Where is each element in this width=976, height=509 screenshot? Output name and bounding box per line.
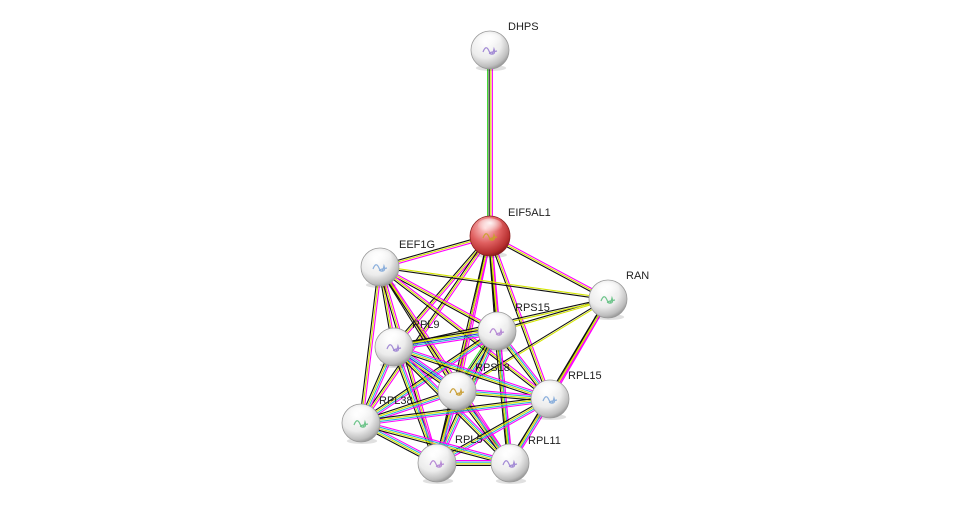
protein-structure-icon bbox=[372, 263, 388, 272]
node-rpl5[interactable]: RPL5 bbox=[417, 434, 483, 484]
node-highlight bbox=[478, 33, 502, 48]
node-label-eif5al1: EIF5AL1 bbox=[508, 207, 551, 219]
node-label-eef1g: EEF1G bbox=[399, 239, 435, 251]
node-rpl11[interactable]: RPL11 bbox=[490, 435, 561, 484]
node-label-dhps: DHPS bbox=[508, 21, 539, 33]
protein-structure-icon bbox=[482, 46, 498, 55]
edge-strand-coexpression bbox=[434, 235, 489, 463]
protein-structure-icon bbox=[429, 459, 445, 468]
edge-eif5al1-rpl38[interactable] bbox=[359, 234, 492, 425]
edge-strand-database bbox=[361, 331, 498, 425]
edge-strand-textmining bbox=[360, 329, 497, 423]
edge-strand-coexpression bbox=[392, 234, 490, 347]
edge-strand-experiments bbox=[380, 265, 499, 331]
edge-strand-experiments bbox=[362, 267, 383, 424]
edge-strand-textmining bbox=[380, 265, 609, 299]
edge-strand-database bbox=[394, 345, 551, 399]
edge-strand-experiments bbox=[361, 400, 551, 426]
protein-structure-icon bbox=[502, 459, 518, 468]
edge-strand-textmining bbox=[489, 235, 609, 300]
protein-structure-icon bbox=[353, 419, 369, 428]
edge-strand-experiments bbox=[361, 420, 511, 462]
edge-strand-textmining bbox=[436, 397, 550, 463]
edge-strand-database bbox=[361, 421, 511, 463]
node-rps18[interactable]: RPS18 bbox=[437, 362, 510, 412]
edge-strand-experiments bbox=[498, 330, 513, 463]
node-highlight bbox=[382, 330, 406, 345]
node-label-ran: RAN bbox=[626, 270, 649, 282]
node-label-rps18: RPS18 bbox=[475, 362, 510, 374]
edge-strand-textmining bbox=[436, 235, 491, 464]
edge-strand-textmining bbox=[360, 266, 381, 424]
node-dhps[interactable]: DHPS bbox=[470, 21, 539, 71]
node-highlight bbox=[498, 446, 522, 461]
edge-strand-textmining bbox=[393, 347, 550, 401]
edge-strand-experiments bbox=[362, 332, 499, 426]
node-highlight bbox=[445, 374, 469, 389]
node-highlight bbox=[425, 446, 449, 461]
node-eif5al1[interactable]: EIF5AL1 bbox=[469, 207, 551, 258]
edge-strand-experiments bbox=[490, 235, 553, 399]
node-rpl38[interactable]: RPL38 bbox=[341, 395, 413, 444]
node-label-rpl11: RPL11 bbox=[528, 435, 561, 447]
node-rps15[interactable]: RPS15 bbox=[477, 302, 550, 352]
edge-strand-textmining bbox=[393, 235, 491, 348]
edge-strand-coexpression bbox=[358, 266, 379, 423]
edge-strand-experiments bbox=[361, 236, 492, 425]
node-label-rpl9: RPL9 bbox=[412, 319, 440, 331]
edge-strand-textmining bbox=[457, 299, 609, 393]
node-label-rpl38: RPL38 bbox=[379, 395, 413, 407]
node-highlight bbox=[485, 314, 509, 329]
edge-strand-textmining bbox=[360, 235, 491, 424]
edge-rpl9-rpl15[interactable] bbox=[393, 344, 551, 402]
node-highlight bbox=[538, 382, 562, 397]
node-highlight bbox=[477, 218, 503, 234]
edge-eif5al1-ran[interactable] bbox=[488, 234, 610, 301]
node-rpl15[interactable]: RPL15 bbox=[530, 370, 602, 420]
edge-eef1g-rpl38[interactable] bbox=[358, 266, 383, 424]
protein-structure-icon bbox=[482, 232, 498, 241]
node-label-rpl15: RPL15 bbox=[568, 370, 602, 382]
protein-structure-icon bbox=[600, 295, 616, 304]
protein-structure-icon bbox=[489, 327, 505, 336]
node-label-rpl5: RPL5 bbox=[455, 434, 483, 446]
edge-strand-experiments bbox=[394, 344, 551, 398]
protein-structure-icon bbox=[449, 387, 465, 396]
node-label-rps15: RPS15 bbox=[515, 302, 550, 314]
node-eef1g[interactable]: EEF1G bbox=[360, 239, 435, 288]
edge-eef1g-ran[interactable] bbox=[379, 265, 609, 301]
edge-strand-textmining bbox=[379, 266, 498, 332]
edge-strand-coexpression bbox=[391, 347, 436, 465]
edge-strand-textmining bbox=[379, 266, 458, 392]
edge-strand-database bbox=[497, 330, 512, 463]
edge-strand-coexpression bbox=[393, 348, 550, 402]
protein-structure-icon bbox=[386, 343, 402, 352]
edge-strand-coexpression bbox=[359, 234, 490, 423]
protein-structure-icon bbox=[542, 395, 558, 404]
edge-strand-database bbox=[361, 399, 551, 425]
node-highlight bbox=[368, 250, 392, 265]
node-highlight bbox=[596, 282, 620, 297]
edge-dhps-eif5al1[interactable] bbox=[487, 50, 493, 236]
edge-strand-coexpression bbox=[379, 267, 608, 301]
edge-strand-database bbox=[437, 399, 551, 465]
node-highlight bbox=[349, 406, 373, 421]
edge-strand-coexpression bbox=[488, 236, 608, 301]
node-rpl9[interactable]: RPL9 bbox=[374, 319, 440, 368]
edge-strand-experiments bbox=[490, 234, 610, 299]
edge-strand-experiments bbox=[437, 400, 552, 466]
node-ran[interactable]: RAN bbox=[588, 270, 649, 320]
edge-strand-database bbox=[394, 346, 439, 463]
